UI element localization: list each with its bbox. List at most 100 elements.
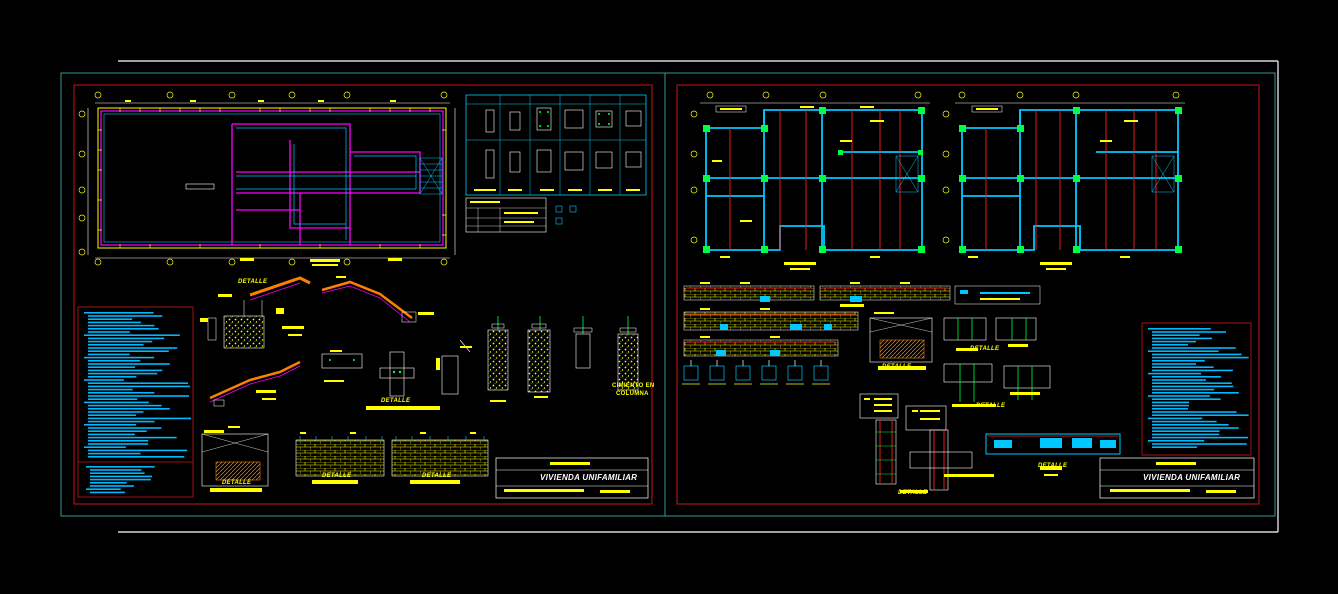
note-line [88,315,163,317]
note-line [88,452,141,455]
structural-plan-b [942,91,1185,270]
note-line [1152,446,1198,448]
title-block-right [1099,457,1255,499]
note-line [88,392,155,394]
note-line [88,328,159,330]
note-line [1152,331,1226,333]
note-line [88,433,135,436]
note-line [88,324,155,327]
structural-plan-a [690,91,930,270]
note-line [1148,440,1205,442]
detail-label-right-3: DETALLE [976,403,1006,409]
note-line [86,488,121,490]
note-line [1152,436,1249,439]
note-line [86,466,155,468]
note-line [1148,395,1210,397]
footing-details-left [200,276,649,499]
general-notes-box [77,306,194,498]
note-line [88,414,136,416]
detail-label-left-1: DETALLE [381,398,411,404]
detail-label-left-2: DETALLE [222,480,252,486]
note-line [1152,388,1215,391]
note-line [1148,328,1211,330]
note-line [1152,411,1237,413]
note-line [1152,369,1233,372]
column-reinforcement-detail [859,393,994,493]
note-line [88,366,136,368]
note-line [90,491,125,494]
note-line [84,334,180,336]
note-line [90,482,127,484]
note-line [1148,372,1202,375]
note-line [1152,366,1214,368]
title-block-right-project: VIVIENDA UNIFAMILIAR [1143,473,1241,482]
note-line [84,356,155,359]
note-line [1152,344,1188,346]
note-line [84,401,149,404]
note-line [84,379,124,381]
detail-label-right-1: DETALLE [882,364,912,370]
note-line [1152,401,1190,404]
note-line [90,469,142,471]
note-line [88,408,170,410]
note-line [1152,414,1249,416]
note-line [88,443,149,445]
detail-label-left-4: DETALLE [422,473,452,479]
note-line [88,404,162,407]
outer-frame [60,60,1279,533]
note-line [88,331,130,333]
column-schedule-table [465,94,647,233]
note-line [88,411,144,413]
note-line [88,369,163,372]
note-line [88,353,130,356]
note-line [90,472,145,474]
note-line [88,395,189,397]
note-line [1152,356,1249,359]
note-line [88,436,177,439]
note-line [1152,443,1247,445]
note-line [1152,334,1200,336]
note-line [88,449,187,452]
note-line [1152,379,1206,381]
note-line [88,388,133,391]
note-line [1152,420,1217,423]
note-line [88,382,188,384]
note-line [1148,350,1219,352]
note-line [88,417,191,420]
note-line [1152,433,1220,436]
note-line [1152,337,1213,340]
note-line [1152,424,1229,426]
general-notes-box-right [1141,322,1252,456]
sheet-right [676,84,1260,505]
label-cimiento-en: CIMIENTO EN [612,383,655,389]
note-line [90,478,151,481]
note-line [88,363,170,365]
note-line [1152,385,1234,388]
beam-sections-row [682,360,830,385]
note-line [88,360,141,362]
title-block-left-project: VIVIENDA UNIFAMILIAR [540,473,638,482]
note-line [1152,430,1220,432]
foundation-plan-left [78,91,456,266]
note-line [1152,376,1221,378]
detail-label-left-3: DETALLE [322,473,352,479]
beam-elevations [683,282,1041,357]
note-line [88,318,133,320]
note-line [88,430,147,432]
note-line [88,350,169,352]
note-line [90,475,152,478]
note-line [1148,417,1203,420]
note-line [1152,347,1236,349]
note-line [88,347,178,349]
note-line [1152,427,1239,429]
detail-label-right-5: DETALLE [1038,463,1068,469]
note-line [88,385,190,388]
note-line [1152,408,1188,410]
detail-label-right-2: DETALLE [970,346,1000,352]
note-line [88,340,153,343]
note-line [1152,360,1205,362]
label-columna: COLUMNA [616,391,649,397]
note-line [84,446,126,448]
note-line [90,485,134,487]
